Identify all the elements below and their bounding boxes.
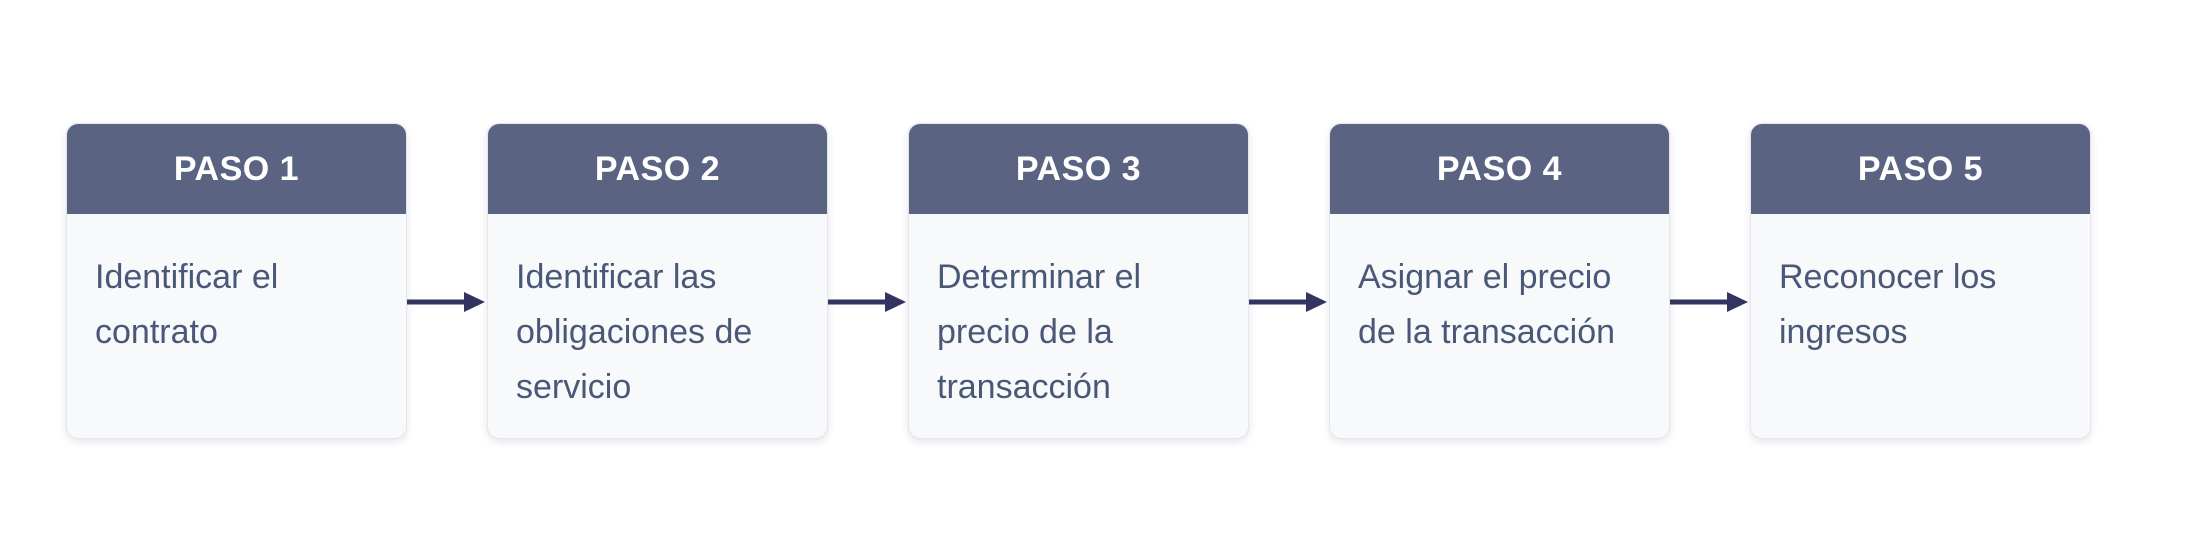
step-label: PASO 3: [909, 124, 1248, 214]
step-description: Identificar las obligaciones de servicio: [516, 258, 753, 406]
step-card-3: PASO 3 Determinar el precio de la transa…: [908, 123, 1249, 439]
step-label: PASO 1: [67, 124, 406, 214]
step-label: PASO 4: [1330, 124, 1669, 214]
step-label: PASO 5: [1751, 124, 2090, 214]
arrow-right-icon: [828, 290, 908, 314]
step-card-2: PASO 2 Identificar las obligaciones de s…: [487, 123, 828, 439]
flow-diagram: PASO 1 Identificar el contrato PASO 2 Id…: [66, 123, 2091, 439]
step-label: PASO 2: [488, 124, 827, 214]
step-description: Determinar el precio de la transacción: [937, 258, 1142, 406]
step-description: Asignar el precio de la transacción: [1358, 258, 1616, 351]
step-description: Identificar el contrato: [95, 258, 279, 351]
step-card-5: PASO 5 Reconocer los ingresos: [1750, 123, 2091, 439]
step-description: Reconocer los ingresos: [1779, 258, 1997, 351]
arrow-right-icon: [1670, 290, 1750, 314]
step-card-1: PASO 1 Identificar el contrato: [66, 123, 407, 439]
step-card-4: PASO 4 Asignar el precio de la transacci…: [1329, 123, 1670, 439]
arrow-right-icon: [407, 290, 487, 314]
arrow-right-icon: [1249, 290, 1329, 314]
